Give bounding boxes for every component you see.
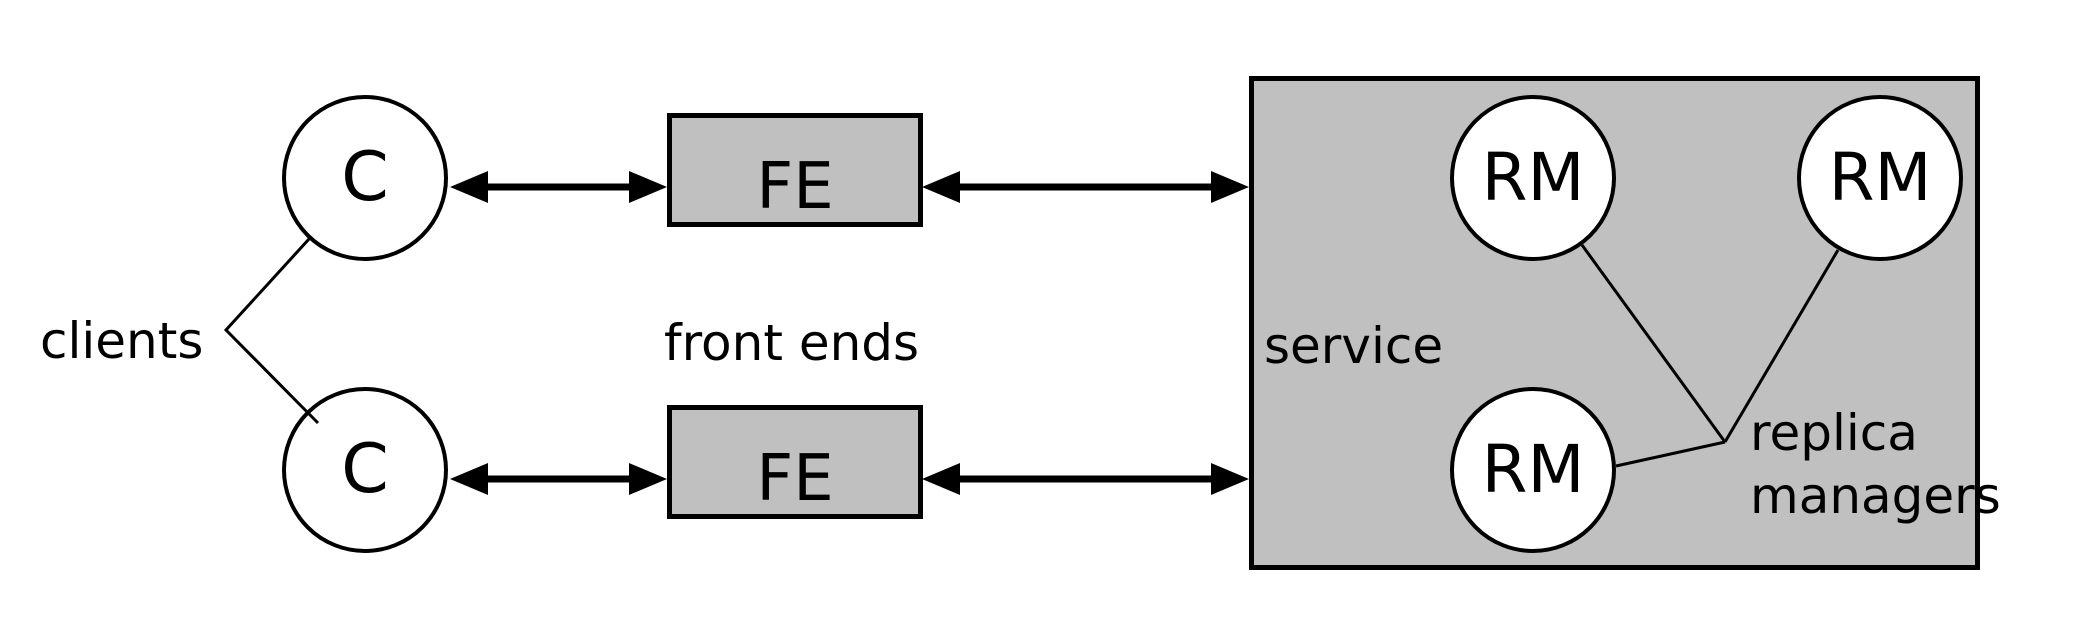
front-end-box-bottom: FE [667, 405, 923, 519]
replica-managers-label: replica managers [1750, 404, 2001, 525]
client-circle-top: C [282, 95, 448, 261]
arrow-client-top-fe-top [450, 171, 667, 203]
arrow-fe-bottom-service [922, 463, 1249, 495]
node-label: FE [756, 442, 834, 516]
rm-circle-bottom: RM [1450, 387, 1616, 553]
service-label: service [1264, 317, 1444, 375]
node-label: RM [1828, 139, 1932, 216]
front-ends-label: front ends [664, 314, 920, 372]
node-label: RM [1481, 431, 1585, 508]
arrow-fe-top-service [922, 171, 1249, 203]
node-label: C [341, 430, 389, 509]
client-circle-bottom: C [282, 387, 448, 553]
rm-circle-top-left: RM [1450, 95, 1616, 261]
front-end-box-top: FE [667, 113, 923, 227]
rm-circle-top-right: RM [1797, 95, 1963, 261]
node-label: FE [756, 150, 834, 224]
arrow-client-bottom-fe-bottom [450, 463, 667, 495]
clients-label: clients [40, 312, 204, 370]
node-label: C [341, 138, 389, 217]
node-label: RM [1481, 139, 1585, 216]
clients-pointer-lines [223, 237, 320, 425]
